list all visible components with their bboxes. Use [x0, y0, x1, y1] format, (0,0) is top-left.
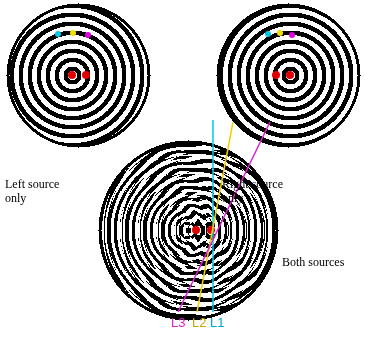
- line-label: L1: [210, 316, 232, 331]
- point-dot: [55, 31, 61, 37]
- source-dot: [192, 226, 200, 234]
- point-dot: [85, 32, 91, 38]
- nodal-line: [212, 120, 214, 312]
- point-dot: [289, 32, 295, 38]
- source-dot: [68, 71, 76, 79]
- nodal-line: [178, 122, 270, 312]
- source-dot: [286, 71, 294, 79]
- line-label: L3: [171, 316, 193, 331]
- panel-caption: Right source only: [222, 178, 300, 206]
- panel-caption: Both sources: [282, 256, 362, 270]
- source-dot: [272, 71, 280, 79]
- panel-caption: Left source only: [5, 178, 77, 206]
- point-dot: [277, 30, 283, 36]
- source-dot: [82, 71, 90, 79]
- point-dot: [265, 31, 271, 37]
- nodal-line: [197, 122, 233, 312]
- point-dot: [70, 30, 76, 36]
